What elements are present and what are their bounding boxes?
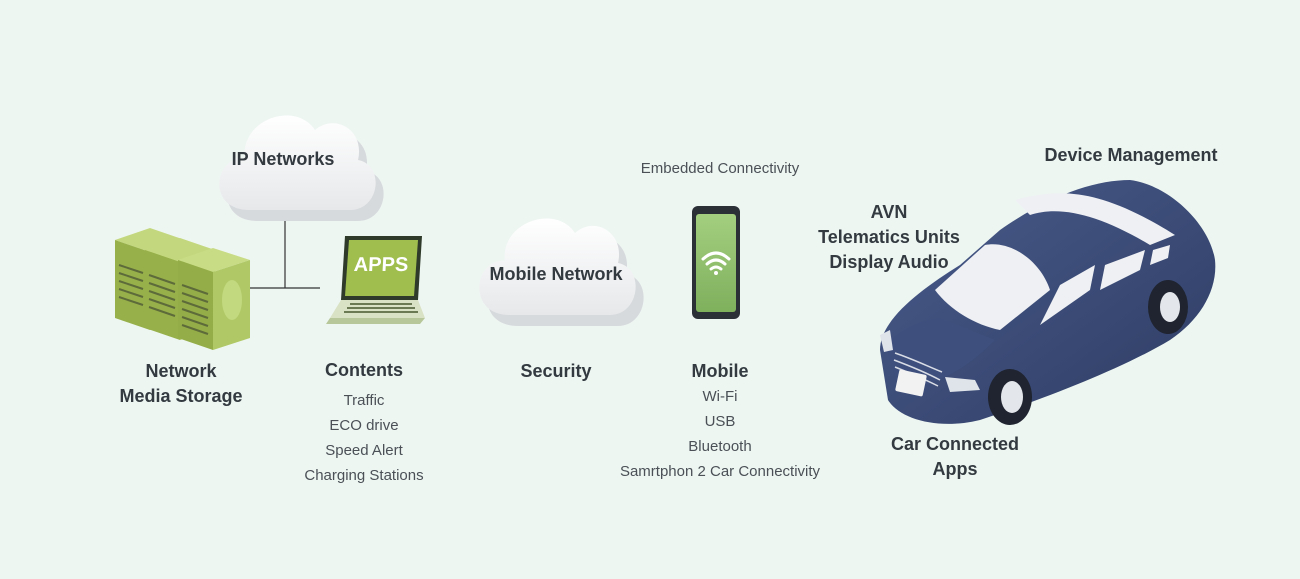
device-management-label: Device Management — [1044, 143, 1217, 168]
storage-title-line1: Network — [119, 359, 242, 384]
ip-networks-label: IP Networks — [232, 147, 335, 172]
mobile-items: Wi-Fi USB Bluetooth Samrtphon 2 Car Conn… — [620, 384, 820, 484]
mobile-item-smartphone-car: Samrtphon 2 Car Connectivity — [620, 459, 820, 484]
contents-items: Traffic ECO drive Speed Alert Charging S… — [304, 388, 423, 488]
car-unit-display-audio: Display Audio — [818, 250, 960, 275]
contents-item-eco-drive: ECO drive — [304, 413, 423, 438]
mobile-item-bluetooth: Bluetooth — [620, 434, 820, 459]
network-media-storage-label: Network Media Storage — [119, 359, 242, 409]
mobile-item-usb: USB — [620, 409, 820, 434]
laptop-screen-text: APPS — [353, 253, 409, 277]
car-apps-line2: Apps — [891, 457, 1019, 482]
contents-item-charging-stations: Charging Stations — [304, 463, 423, 488]
mobile-network-label: Mobile Network — [489, 262, 622, 287]
car-apps-line1: Car Connected — [891, 432, 1019, 457]
smartphone-icon — [692, 206, 740, 319]
car-unit-telematics: Telematics Units — [818, 225, 960, 250]
car-connected-apps-label: Car Connected Apps — [891, 432, 1019, 482]
contents-item-speed-alert: Speed Alert — [304, 438, 423, 463]
mobile-label: Mobile — [692, 359, 749, 384]
laptop-icon — [326, 236, 425, 324]
security-label: Security — [520, 359, 591, 384]
server-stack-icon — [115, 228, 250, 350]
car-units-label: AVN Telematics Units Display Audio — [818, 200, 960, 275]
contents-item-traffic: Traffic — [304, 388, 423, 413]
car-unit-avn: AVN — [818, 200, 960, 225]
mobile-item-wifi: Wi-Fi — [620, 384, 820, 409]
embedded-connectivity-label: Embedded Connectivity — [641, 156, 799, 181]
contents-label: Contents — [325, 358, 403, 383]
storage-title-line2: Media Storage — [119, 384, 242, 409]
